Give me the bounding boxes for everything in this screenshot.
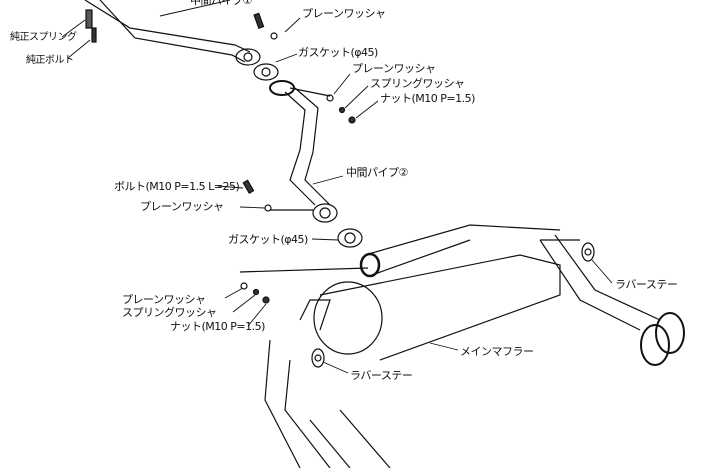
label-plain-washer-3: プレーンワッシャ bbox=[140, 200, 224, 213]
label-gasket-mid: ガスケット(φ45) bbox=[228, 233, 308, 246]
label-stock-bolt: 純正ボルト bbox=[26, 55, 74, 66]
nut-washers-top bbox=[289, 87, 356, 124]
flange-gasket-mid bbox=[242, 179, 363, 248]
bolt-top bbox=[253, 12, 278, 40]
stock-spring-bolt bbox=[85, 9, 97, 43]
label-main-muffler: メインマフラー bbox=[460, 345, 534, 358]
label-mid-pipe-1: 中間パイプ① bbox=[190, 0, 252, 7]
mid-pipe-2 bbox=[284, 87, 331, 206]
label-stock-spring: 純正スプリング bbox=[10, 32, 77, 43]
tail-pipes bbox=[264, 234, 685, 468]
label-mid-pipe-2: 中間パイプ② bbox=[346, 166, 408, 179]
main-muffler bbox=[239, 224, 561, 361]
label-gasket-top: ガスケット(φ45) bbox=[298, 46, 378, 59]
label-plain-washer-4: プレーンワッシャ bbox=[122, 293, 206, 306]
label-rubber-stay-left: ラバーステー bbox=[350, 369, 413, 382]
label-plain-washer-2: プレーンワッシャ bbox=[352, 62, 436, 75]
label-plain-washer-top: プレーンワッシャ bbox=[302, 7, 386, 20]
label-bolt: ボルト(M10 P=1.5 L=25) bbox=[114, 180, 240, 193]
label-spring-washer-2: スプリングワッシャ bbox=[370, 77, 465, 90]
rubber-stays bbox=[311, 239, 595, 368]
label-spring-washer-4: スプリングワッシャ bbox=[122, 306, 217, 319]
flange-gasket-top bbox=[235, 48, 295, 96]
mid-pipe-1 bbox=[84, 0, 251, 63]
label-nut-4: ナット(M10 P=1.5) bbox=[170, 320, 265, 333]
label-nut-2: ナット(M10 P=1.5) bbox=[380, 92, 475, 105]
leader-lines bbox=[61, 0, 613, 374]
label-rubber-stay-right: ラバーステー bbox=[615, 278, 678, 291]
